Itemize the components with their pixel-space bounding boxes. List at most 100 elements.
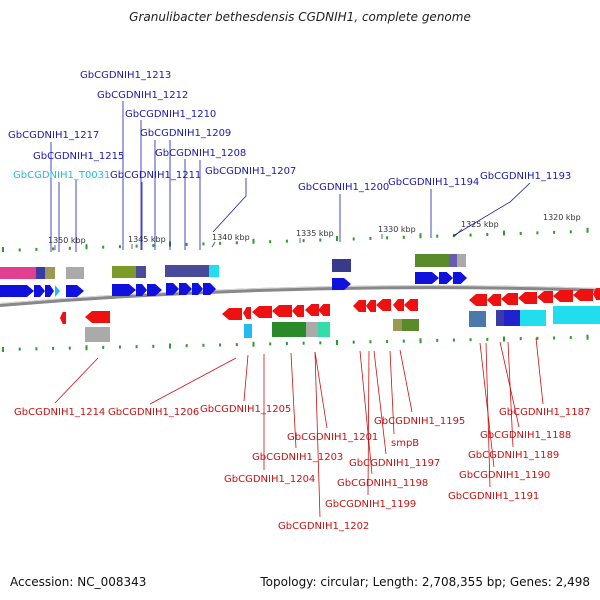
kbp-label: 1340 kbp — [212, 233, 250, 242]
tick-mark — [118, 245, 121, 249]
tick-mark — [553, 230, 556, 234]
gene-label[interactable]: GbCGDNIH1_1202 — [278, 521, 369, 532]
gene-label[interactable]: GbCGDNIH1_1201 — [287, 432, 378, 443]
reverse-gene-arrow[interactable] — [553, 290, 573, 302]
leader-line — [149, 357, 237, 405]
reverse-gene-arrow[interactable] — [469, 294, 487, 306]
gene-label[interactable]: GbCGDNIH1_1193 — [480, 171, 571, 182]
forward-gene-arrow[interactable] — [45, 285, 54, 297]
gene-label[interactable]: GbCGDNIH1_1214 — [14, 407, 105, 418]
leader-line — [212, 178, 247, 233]
forward-gene-arrow[interactable] — [332, 278, 351, 290]
tick-mark — [185, 344, 188, 348]
forward-gene-arrow[interactable] — [192, 283, 203, 295]
tick-mark — [569, 230, 572, 234]
reverse-gene-arrow[interactable] — [318, 304, 330, 316]
tick-mark — [285, 342, 288, 346]
forward-gene-arrow[interactable] — [415, 272, 439, 284]
reverse-gene-arrow[interactable] — [501, 293, 518, 305]
gene-label[interactable]: GbCGDNIH1_1199 — [325, 499, 416, 510]
gene-label[interactable]: GbCGDNIH1_1197 — [349, 458, 440, 469]
tick-mark — [252, 341, 255, 347]
gene-label[interactable]: GbCGDNIH1_T0031 — [13, 170, 110, 181]
reverse-gene-arrow[interactable] — [305, 304, 319, 316]
kbp-label: 1350 kbp — [48, 236, 86, 245]
tick-mark — [436, 338, 439, 342]
tick-mark — [419, 338, 422, 344]
reverse-gene-arrow[interactable] — [366, 300, 376, 312]
forward-gene-arrow[interactable] — [136, 284, 147, 296]
gene-label[interactable]: GbCGDNIH1_1188 — [480, 430, 571, 441]
forward-gene-arrow[interactable] — [166, 283, 179, 295]
reverse-gene-arrow[interactable] — [60, 312, 66, 324]
gene-label[interactable]: GbCGDNIH1_1211 — [110, 170, 201, 181]
tick-mark — [169, 343, 171, 349]
reverse-gene-arrow[interactable] — [222, 308, 242, 320]
reverse-gene-arrow[interactable] — [393, 299, 404, 311]
kbp-label: 1325 kbp — [461, 220, 499, 229]
reverse-gene-arrow[interactable] — [573, 289, 593, 301]
tick-mark — [219, 241, 222, 245]
reverse-gene-arrow[interactable] — [518, 292, 537, 304]
tick-mark — [18, 248, 21, 252]
gene-label[interactable]: GbCGDNIH1_1215 — [33, 151, 124, 162]
reverse-gene-arrow[interactable] — [593, 288, 600, 300]
gene-label[interactable]: GbCGDNIH1_1194 — [388, 177, 479, 188]
gene-label[interactable]: GbCGDNIH1_1191 — [448, 491, 539, 502]
gene-label[interactable]: GbCGDNIH1_1200 — [298, 182, 389, 193]
gene-label[interactable]: GbCGDNIH1_1217 — [8, 130, 99, 141]
leader-line — [243, 354, 249, 402]
gene-label[interactable]: smpB — [391, 438, 419, 449]
gene-label[interactable]: GbCGDNIH1_1189 — [468, 450, 559, 461]
gene-label[interactable]: GbCGDNIH1_1198 — [337, 478, 428, 489]
forward-gene-arrow[interactable] — [34, 285, 45, 297]
reverse-gene-arrow[interactable] — [272, 305, 292, 317]
forward-gene-arrow[interactable] — [453, 272, 467, 284]
tick-mark — [536, 231, 539, 235]
tick-mark — [252, 238, 255, 244]
forward-gene-arrow[interactable] — [147, 284, 162, 296]
gene-label[interactable]: GbCGDNIH1_1205 — [200, 404, 291, 415]
gene-label[interactable]: GbCGDNIH1_1213 — [80, 70, 171, 81]
reverse-gene-arrow[interactable] — [376, 299, 391, 311]
forward-gene-arrow[interactable] — [439, 272, 453, 284]
tick-mark — [269, 240, 272, 244]
tick-mark — [586, 334, 589, 340]
tick-mark — [2, 247, 4, 252]
gene-label[interactable]: GbCGDNIH1_1204 — [224, 474, 315, 485]
gene-label[interactable]: GbCGDNIH1_1208 — [155, 148, 246, 159]
gene-label[interactable]: GbCGDNIH1_1207 — [205, 166, 296, 177]
tick-mark — [452, 338, 455, 342]
tick-mark — [152, 244, 155, 248]
rna-gene-arrow[interactable] — [55, 285, 60, 297]
reverse-gene-arrow[interactable] — [243, 307, 251, 319]
forward-gene-arrow[interactable] — [179, 283, 192, 295]
gene-label[interactable]: GbCGDNIH1_1212 — [97, 90, 188, 101]
tick-mark — [402, 339, 405, 343]
forward-gene-arrow[interactable] — [203, 283, 216, 295]
tick-row-bottom — [2, 334, 589, 352]
forward-gene-arrow[interactable] — [66, 285, 84, 297]
reverse-gene-arrow[interactable] — [353, 300, 366, 312]
tick-mark — [85, 345, 88, 351]
tick-mark — [436, 234, 439, 238]
forward-gene-arrow[interactable] — [0, 285, 34, 297]
leader-line — [367, 350, 370, 496]
gene-label[interactable]: GbCGDNIH1_1209 — [140, 128, 231, 139]
gene-label[interactable]: GbCGDNIH1_1206 — [108, 407, 199, 418]
reverse-gene-arrow[interactable] — [292, 305, 304, 317]
reverse-gene-arrow[interactable] — [537, 291, 553, 303]
reverse-gene-arrow[interactable] — [487, 294, 501, 306]
tick-mark — [319, 341, 322, 345]
forward-gene-arrow[interactable] — [112, 284, 136, 296]
reverse-gene-arrow[interactable] — [252, 306, 272, 318]
gene-label[interactable]: GbCGDNIH1_1195 — [374, 416, 465, 427]
reverse-gene-arrow[interactable] — [404, 299, 418, 311]
gene-label[interactable]: GbCGDNIH1_1210 — [125, 109, 216, 120]
gene-label[interactable]: GbCGDNIH1_1187 — [499, 407, 590, 418]
gene-label[interactable]: GbCGDNIH1_1190 — [459, 470, 550, 481]
reverse-gene-arrow[interactable] — [85, 311, 110, 323]
gene-label[interactable]: GbCGDNIH1_1203 — [252, 452, 343, 463]
reverse-gene-labels: GbCGDNIH1_1214 GbCGDNIH1_1206 GbCGDNIH1_… — [14, 404, 590, 532]
